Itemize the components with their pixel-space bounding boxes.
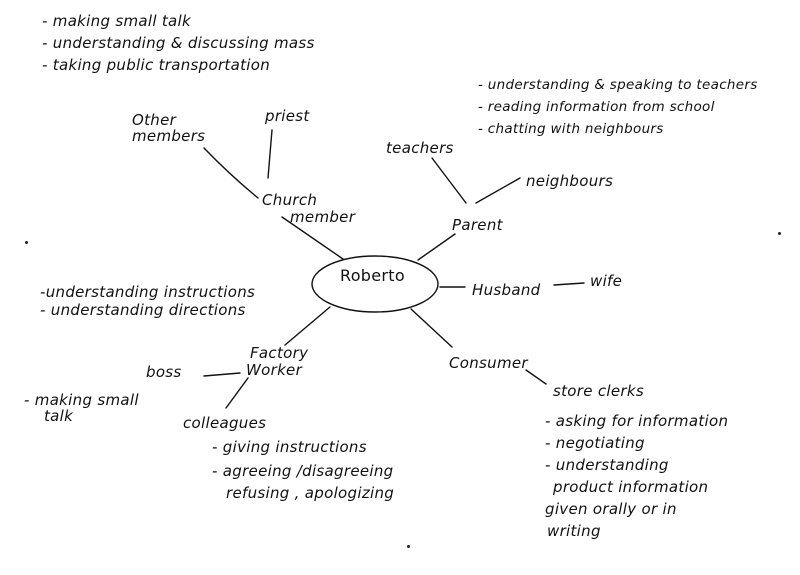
connector-center-consumer: [410, 308, 453, 348]
connector-church-priest: [267, 129, 273, 179]
consumer-skill: - negotiating: [545, 434, 645, 452]
teachers-node: teachers: [386, 139, 454, 157]
parent-skill: - chatting with neighbours: [478, 121, 664, 137]
stray-dot: [407, 545, 410, 548]
consumer-skill: - understanding: [545, 456, 669, 474]
connector-center-factory: [284, 306, 331, 346]
connector-husband-wife: [553, 282, 585, 286]
consumer-skill: - asking for information: [545, 412, 729, 430]
colleague-skill: refusing , apologizing: [226, 484, 395, 502]
church-skill: - making small talk: [42, 12, 191, 30]
neighbours-node: neighbours: [526, 172, 614, 190]
colleague-skill-list: - giving instructions - agreeing /disagr…: [212, 436, 394, 504]
factory-skill: -understanding instructions: [40, 283, 256, 301]
consumer-skill-list: - asking for information - negotiating -…: [545, 410, 728, 542]
colleagues-node: colleagues: [183, 414, 267, 432]
center-node-label: Roberto: [340, 266, 405, 285]
other-members-node: Other members: [132, 109, 205, 147]
factory-skill-list: -understanding instructions - understand…: [40, 281, 255, 321]
colleague-skill: - agreeing /disagreeing: [212, 462, 394, 480]
connector-parent-neighbours: [475, 177, 521, 204]
boss-skill: - making small: [24, 391, 139, 409]
priest-node: priest: [265, 107, 310, 125]
consumer-skill: writing: [547, 522, 601, 540]
husband-node: Husband: [472, 281, 541, 299]
other-members-label-line1: Other: [132, 111, 177, 129]
parent-skill-list: - understanding & speaking to teachers -…: [478, 74, 758, 140]
other-members-label-line2: members: [132, 127, 206, 145]
church-skill: - understanding & discussing mass: [42, 34, 315, 52]
church-member-node-line1: Church: [262, 191, 318, 209]
wife-node: wife: [590, 272, 623, 290]
boss-node: boss: [146, 363, 182, 381]
church-skill: - taking public transportation: [42, 56, 271, 74]
boss-skill: talk: [44, 407, 74, 425]
connector-center-church: [281, 216, 344, 260]
factory-worker-node-line2: Worker: [246, 361, 303, 379]
boss-skill-list: - making small talk: [24, 389, 139, 427]
connector-consumer-store-clerks: [525, 369, 547, 385]
connector-center-parent: [417, 233, 456, 261]
connector-parent-teachers: [431, 157, 467, 204]
church-member-node-line2: member: [290, 208, 356, 226]
parent-skill: - reading information from school: [478, 99, 715, 115]
consumer-node: Consumer: [449, 354, 528, 372]
parent-node: Parent: [452, 216, 503, 234]
colleague-skill: - giving instructions: [212, 438, 367, 456]
church-skill-list: - making small talk - understanding & di…: [42, 10, 315, 76]
factory-skill: - understanding directions: [40, 301, 246, 319]
stray-dot: [778, 232, 781, 235]
parent-skill: - understanding & speaking to teachers: [478, 77, 758, 93]
connector-factory-boss: [203, 372, 241, 377]
factory-worker-node-line1: Factory: [250, 344, 309, 362]
store-clerks-node: store clerks: [553, 382, 644, 400]
consumer-skill: product information: [553, 478, 709, 496]
stray-dot: [25, 241, 28, 244]
connector-church-other-members: [203, 147, 259, 199]
connector-factory-colleagues: [225, 377, 249, 409]
center-ellipse: [311, 255, 439, 313]
consumer-skill: given orally or in: [545, 500, 677, 518]
